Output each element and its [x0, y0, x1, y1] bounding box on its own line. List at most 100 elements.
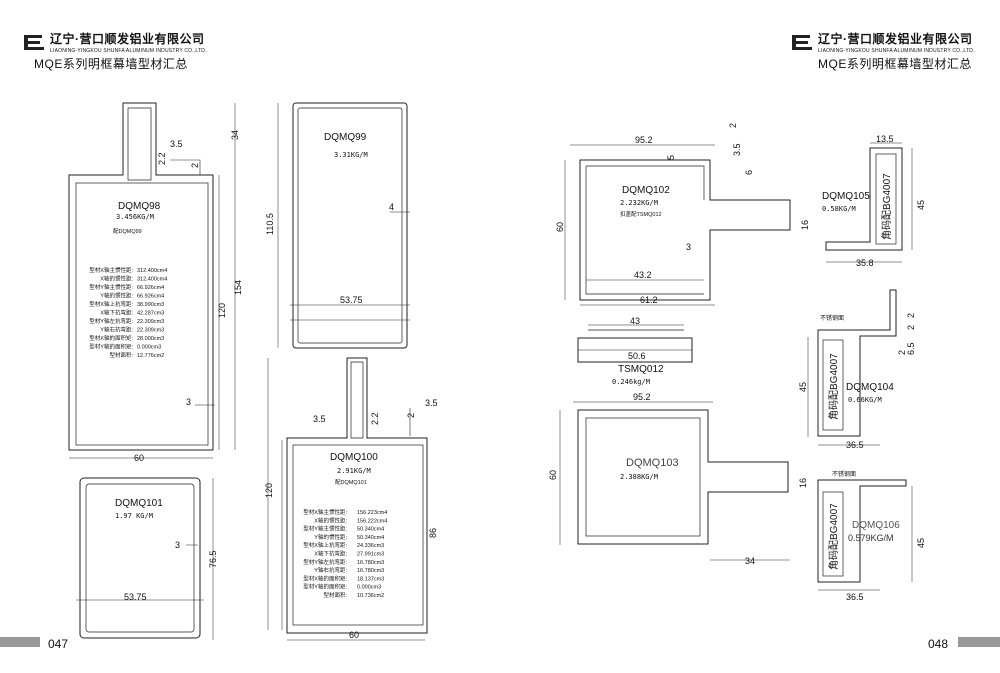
dqmq100-prop-value: 18.137cm3: [357, 576, 384, 582]
footer-bar-right: [958, 637, 1000, 647]
dqmq98-dim-2-2: 2.2: [157, 152, 167, 165]
dqmq98-dim-120: 120: [217, 303, 227, 318]
dqmq100-dim-86: 86: [428, 528, 438, 538]
dqmq102-note: 扣盖配TSMQ012: [620, 210, 662, 218]
dqmq100-dim-60: 60: [349, 630, 359, 640]
dqmq98-note: 配DQMQ99: [113, 228, 142, 235]
dqmq98-prop-value: 312.400cm4: [137, 268, 167, 274]
dqmq100-prop-value: 16.780cm3: [357, 560, 384, 566]
company-name-cn: 辽宁·营口顺发铝业有限公司: [818, 32, 973, 46]
dqmq100-prop-value: 50.340cm4: [357, 527, 384, 533]
dqmq98-prop-label: 型材面积:: [109, 351, 133, 359]
dqmq106-corner-note: 角码配BG4007: [828, 503, 840, 570]
dqmq98-prop-value: 0.000cm3: [137, 345, 161, 351]
dqmq100-prop-label: 型材Y轴主惯性距:: [303, 525, 347, 533]
dqmq100-dim-2-2: 2.2: [370, 412, 380, 425]
dqmq98-prop-label: 型材X轴的面积矩:: [89, 334, 133, 342]
dqmq98-prop-label: 型材Y轴主惯性距:: [89, 283, 133, 291]
dqmq98-properties: 型材X轴主惯性距:312.400cm4X轴的惯性距:312.400cm4型材Y轴…: [89, 266, 167, 359]
dqmq103-dim-16: 16: [798, 478, 808, 488]
dqmq100-prop-label: Y轴右抗弯距:: [314, 566, 347, 574]
page-number-right: 048: [928, 637, 949, 651]
profile-dqmq106: 不锈钢面 DQMQ106 0.579KG/M 角码配BG4007 45 36.5: [817, 470, 926, 602]
dqmq100-prop-label: 型材X轴主惯性距:: [303, 508, 347, 516]
dqmq98-prop-label: Y轴右抗弯距:: [100, 326, 133, 334]
dqmq101-dim-3: 3: [175, 540, 180, 550]
dqmq102-dim-5: 5: [666, 155, 676, 160]
profile-dqmq102: DQMQ102 2.232KG/M 扣盖配TSMQ012 95.2 2 5 3.…: [555, 123, 810, 306]
dqmq99-name: DQMQ99: [324, 132, 367, 143]
dqmq98-dim-34: 34: [230, 130, 240, 140]
dqmq100-prop-value: 24.336cm3: [357, 543, 384, 549]
dqmq104-name: DQMQ104: [846, 382, 894, 393]
dqmq104-dim-2b: 2: [906, 325, 916, 330]
tsmq012-dim-50-6: 50.6: [628, 351, 646, 361]
dqmq101-name: DQMQ101: [115, 498, 163, 509]
dqmq106-dim-45: 45: [916, 538, 926, 548]
dqmq100-prop-value: 16.780cm3: [357, 568, 384, 574]
company-name-en: LIAONING·YINGKOU SHUNFA ALUMINUM INDUSTR…: [818, 48, 975, 54]
dqmq98-prop-label: X轴的惯性距:: [100, 275, 133, 283]
dqmq104-dim-6-5: 6.5: [906, 342, 916, 355]
dqmq106-weight: 0.579KG/M: [848, 533, 894, 543]
dqmq99-dim-4: 4: [389, 202, 394, 212]
dqmq100-prop-label: X轴的惯性距:: [314, 516, 347, 524]
dqmq105-corner-note: 角码配BG4007: [881, 173, 893, 240]
dqmq106-tag: 不锈钢面: [832, 470, 856, 478]
dqmq98-prop-label: 型材Y轴左抗弯距:: [89, 317, 133, 325]
dqmq101-dim-76-5: 76.5: [208, 550, 218, 568]
profile-dqmq103: 95.2 DQMQ103 2.388KG/M 60 16 34: [548, 392, 808, 566]
dqmq100-dim-3-5a: 3.5: [313, 414, 326, 424]
profile-dqmq98: DQMQ98 3.456KG/M 配DQMQ99 型材X轴主惯性距:312.40…: [68, 102, 243, 463]
dqmq105-name: DQMQ105: [822, 191, 870, 202]
dqmq103-weight: 2.388KG/M: [620, 473, 658, 481]
dqmq100-note: 配DQMQ101: [335, 479, 367, 486]
dqmq102-dim-6: 6: [744, 170, 754, 175]
dqmq104-weight: 0.66KG/M: [848, 396, 882, 404]
dqmq106-name: DQMQ106: [852, 520, 900, 531]
dqmq100-prop-value: 0.000cm3: [357, 585, 381, 591]
dqmq98-dim-2: 2: [190, 163, 200, 168]
company-logo-icon: [22, 33, 46, 51]
dqmq102-dim-2: 2: [728, 123, 738, 128]
dqmq102-dim-43-2: 43.2: [634, 270, 652, 280]
page-subtitle-right: MQE系列明框幕墙型材汇总: [818, 57, 972, 71]
dqmq103-dim-95-2: 95.2: [633, 392, 651, 402]
dqmq100-dim-2: 2: [406, 413, 416, 418]
brand-right: 辽宁·营口顺发铝业有限公司 LIAONING·YINGKOU SHUNFA AL…: [790, 30, 975, 54]
dqmq100-prop-value: 10.736cm2: [357, 593, 384, 599]
dqmq98-dim-3: 3: [186, 397, 191, 407]
company-name-en: LIAONING·YINGKOU SHUNFA ALUMINUM INDUSTR…: [50, 48, 207, 54]
dqmq100-prop-label: 型材Y轴左抗弯距:: [303, 558, 347, 566]
dqmq100-prop-label: 型材X轴的面积矩:: [303, 574, 347, 582]
dqmq98-prop-label: Y轴的惯性距:: [100, 292, 133, 300]
dqmq100-prop-label: 型材面积:: [323, 591, 347, 599]
dqmq98-dim-60: 60: [134, 453, 144, 463]
dqmq98-name: DQMQ98: [118, 201, 161, 212]
dqmq102-dim-3: 3: [686, 242, 691, 252]
dqmq99-dim-110-5: 110.5: [265, 213, 275, 235]
dqmq100-prop-label: 型材X轴上抗弯距:: [303, 541, 347, 549]
dqmq98-prop-value: 66.926cm4: [137, 285, 164, 291]
dqmq102-dim-95-2: 95.2: [635, 135, 653, 145]
dqmq100-weight: 2.91KG/M: [337, 467, 371, 475]
dqmq106-dim-36-5: 36.5: [846, 592, 864, 602]
tsmq012-dim-43: 43: [630, 316, 640, 326]
dqmq100-dim-3-5b: 3.5: [425, 398, 438, 408]
dqmq98-weight: 3.456KG/M: [116, 213, 154, 221]
company-logo-icon: [790, 33, 814, 51]
profile-dqmq105: DQMQ105 0.58KG/M 角码配BG4007 13.5 45 35.8: [822, 134, 926, 268]
dqmq98-prop-value: 12.776cm2: [137, 353, 164, 359]
dqmq98-prop-value: 22.309cm3: [137, 328, 164, 334]
dqmq101-dim-53-75: 53.75: [124, 592, 147, 602]
dqmq102-name: DQMQ102: [622, 185, 670, 196]
dqmq102-dim-3-5: 3.5: [732, 143, 742, 156]
dqmq101-weight: 1.97 KG/M: [115, 512, 153, 520]
dqmq105-dim-45: 45: [916, 200, 926, 210]
dqmq104-dim-2c: 2: [897, 350, 907, 355]
profile-dqmq104: 不锈钢面 DQMQ104 0.66KG/M 角码配BG4007 2 2 2 6.…: [798, 289, 916, 450]
dqmq102-dim-16: 16: [800, 220, 810, 230]
dqmq98-prop-value: 42.287cm3: [137, 311, 164, 317]
dqmq100-properties: 型材X轴主惯性距:156.223cm4X轴的惯性距:156.222cm4型材Y轴…: [303, 508, 387, 599]
